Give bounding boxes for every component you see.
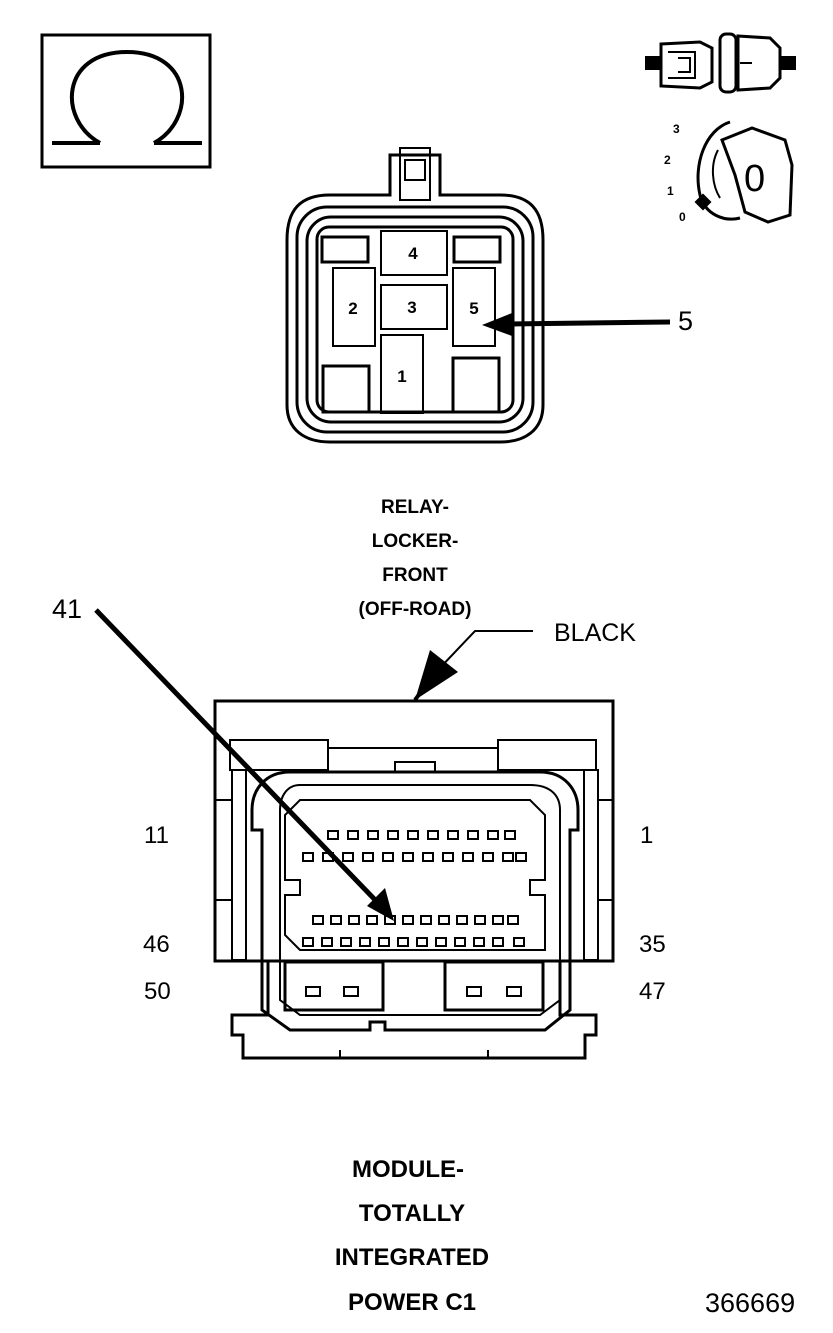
ignition-key-icon	[694, 120, 794, 224]
ignition-position-2: 2	[664, 153, 671, 167]
relay-cavity-4: 4	[408, 244, 418, 263]
pin-label-46: 46	[143, 931, 170, 958]
pin-label-50: 50	[144, 978, 171, 1005]
module-callout-label: 41	[52, 594, 83, 624]
module-connector	[213, 630, 615, 1060]
connector-plug-icon	[645, 32, 796, 94]
pin-row-3	[312, 915, 519, 925]
ignition-position-3: 3	[673, 122, 680, 136]
pin-row-1	[327, 830, 516, 840]
relay-connector	[285, 147, 545, 444]
pin-row-2	[302, 852, 527, 862]
module-callout-arrow	[94, 608, 394, 921]
ignition-position-0: 0	[679, 210, 686, 224]
relay-name-line-4: (OFF-ROAD)	[358, 599, 472, 620]
module-name-line-4: POWER C1	[347, 1289, 476, 1316]
figure-number: 366669	[705, 1288, 796, 1318]
pin-row-4	[302, 937, 525, 947]
relay-name-line-3: FRONT	[382, 565, 448, 586]
module-name-line-1: MODULE-	[352, 1156, 464, 1183]
relay-callout-label: 5	[678, 306, 694, 336]
connector-color-label: BLACK	[554, 619, 636, 647]
relay-name-line-1: RELAY-	[381, 497, 449, 518]
pin-label-1: 1	[640, 822, 654, 849]
ignition-position-1: 1	[667, 184, 674, 198]
relay-cavity-5: 5	[469, 299, 479, 318]
pin-label-35: 35	[639, 931, 666, 958]
pin-label-11: 11	[144, 822, 169, 849]
relay-callout-arrow	[482, 313, 671, 336]
ignition-key-label: 0	[744, 158, 766, 200]
relay-cavity-2: 2	[348, 299, 358, 318]
module-name-line-3: INTEGRATED	[334, 1244, 490, 1271]
ohm-icon	[40, 33, 212, 169]
relay-cavity-3: 3	[407, 298, 417, 317]
relay-name-line-2: LOCKER-	[371, 531, 459, 552]
relay-cavity-1: 1	[397, 367, 407, 386]
module-name-line-2: TOTALLY	[358, 1200, 466, 1227]
pin-label-47: 47	[639, 978, 666, 1005]
